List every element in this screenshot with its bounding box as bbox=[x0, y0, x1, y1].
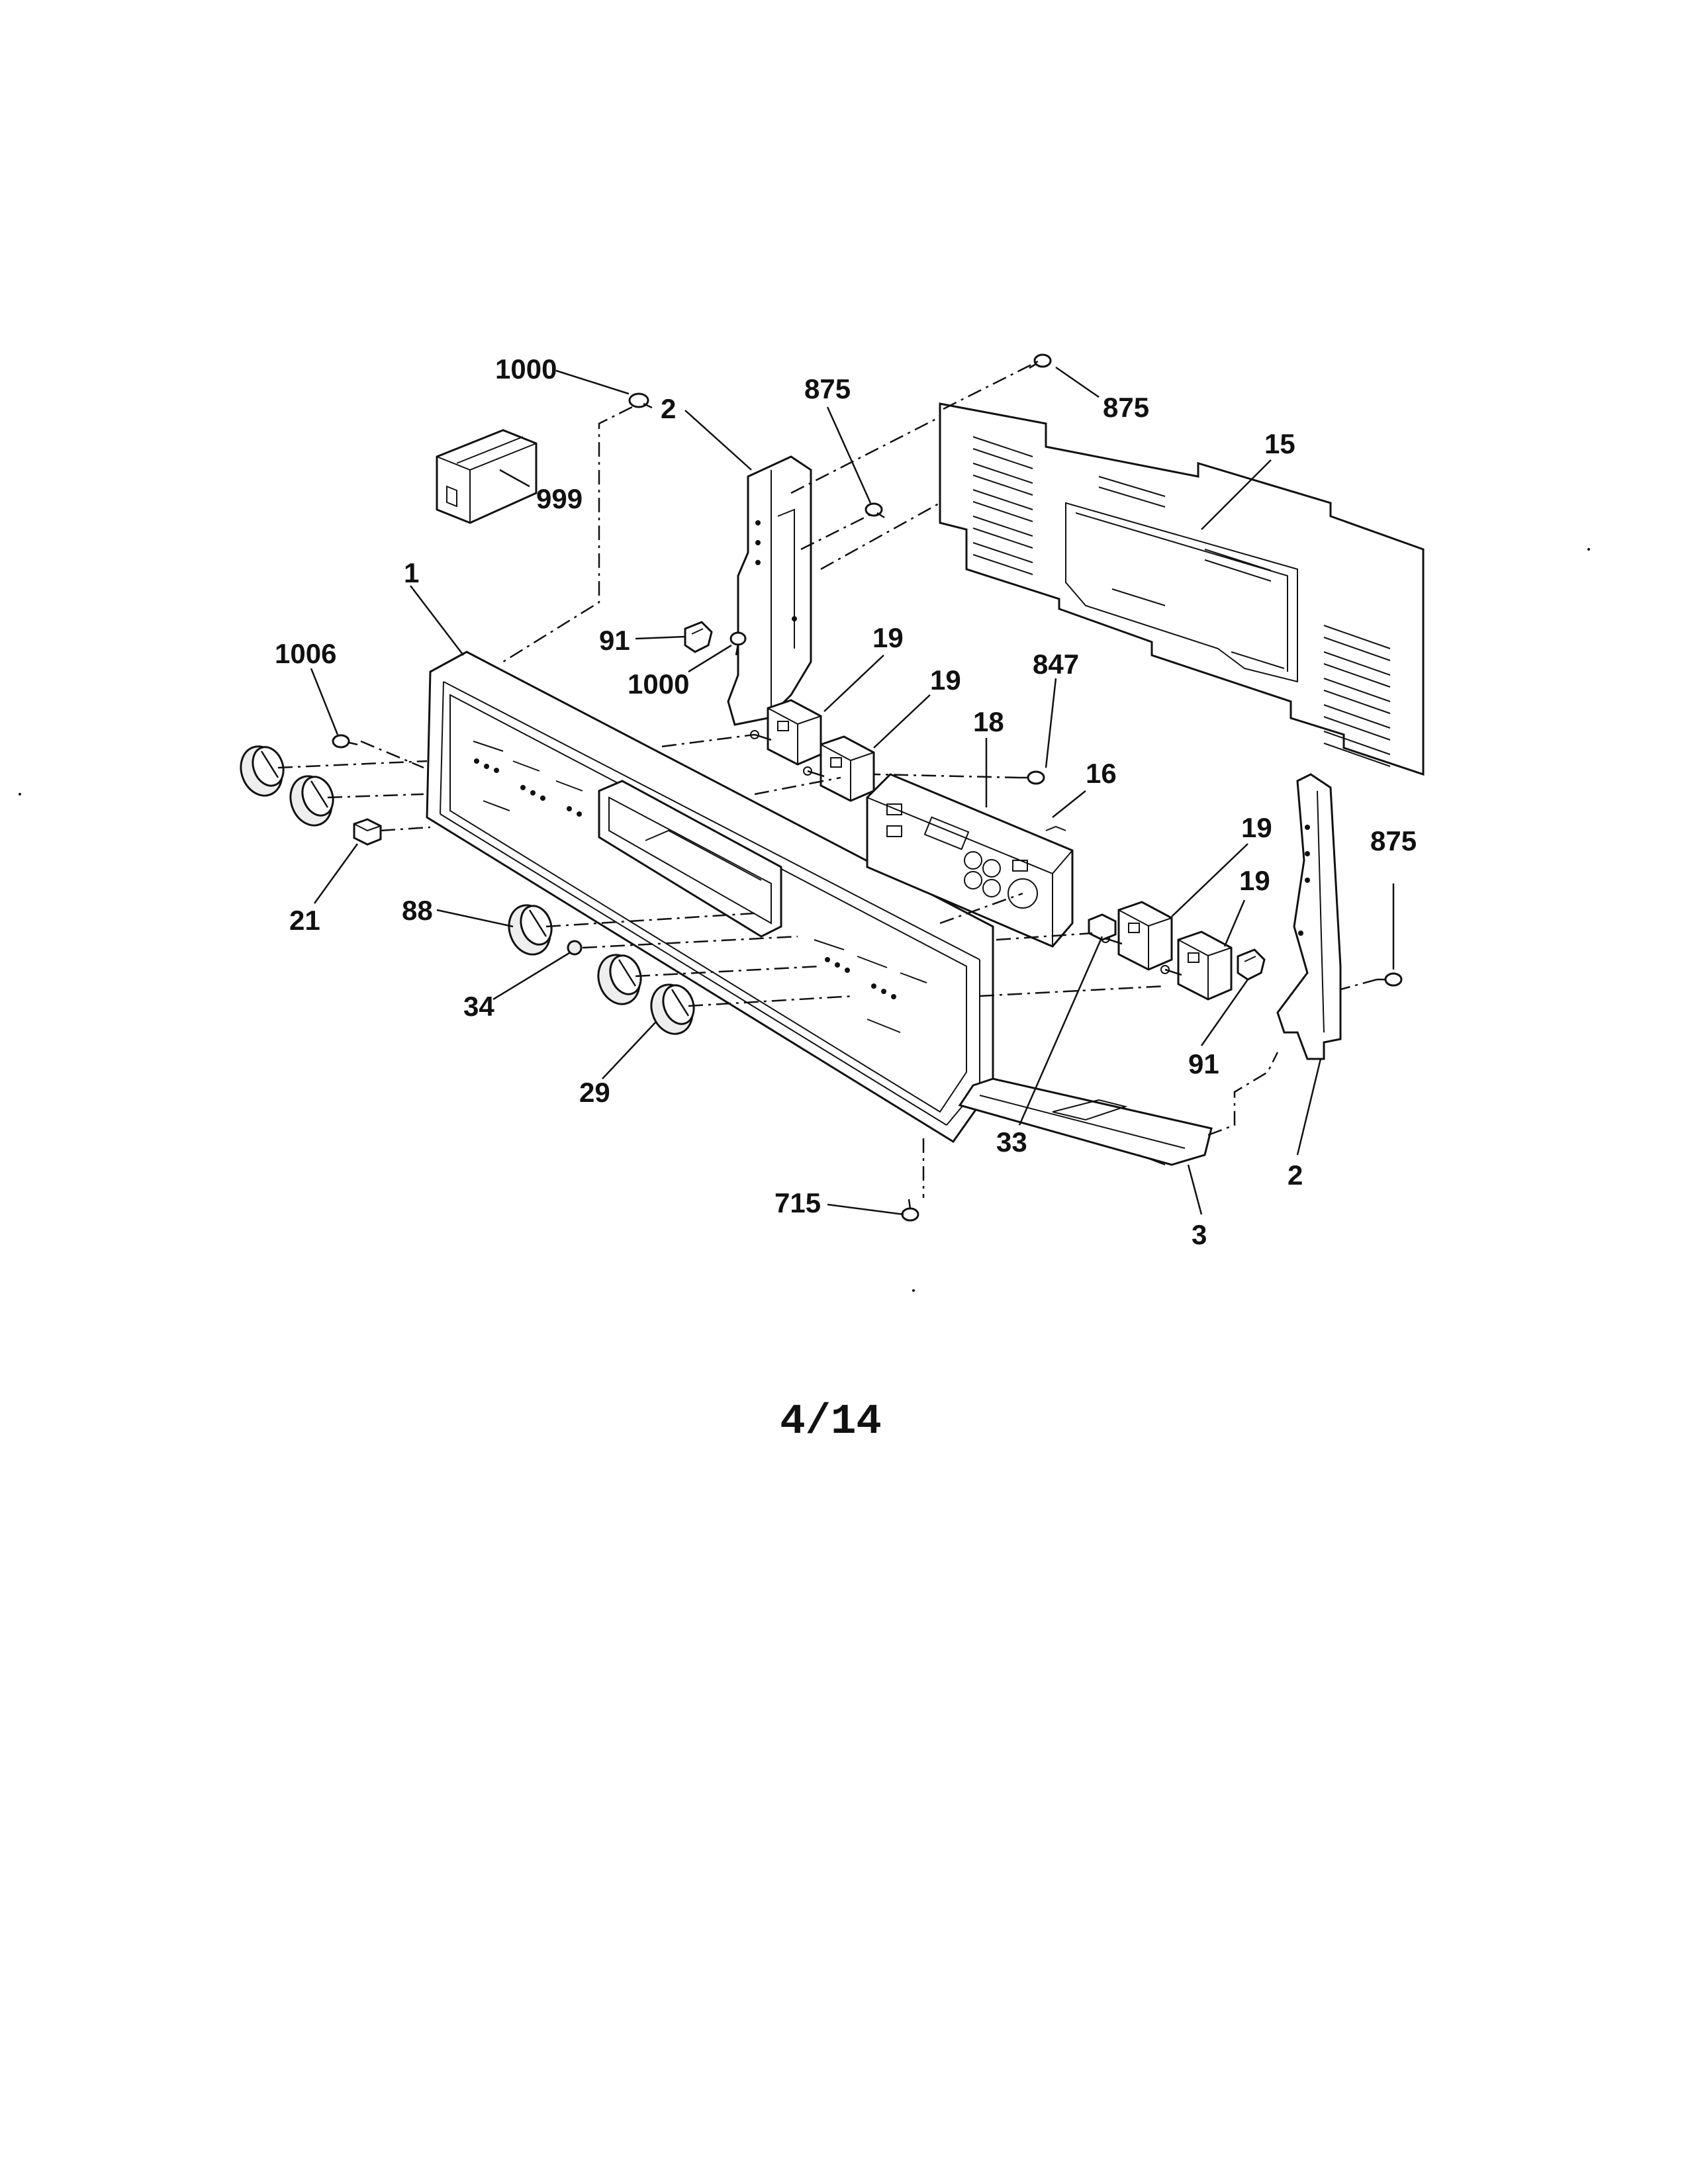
callout-19-b: 19 bbox=[930, 664, 961, 696]
screw-icon bbox=[628, 392, 653, 409]
callout-29: 29 bbox=[579, 1077, 610, 1108]
part-33-connector bbox=[1088, 913, 1117, 941]
dial-markings-right bbox=[814, 939, 927, 1033]
part-29-knob-b bbox=[650, 983, 695, 1035]
callout-2-left: 2 bbox=[661, 393, 676, 424]
callout-15: 15 bbox=[1264, 428, 1295, 459]
callout-91-left: 91 bbox=[599, 625, 630, 656]
panel-vent-slots-left bbox=[972, 436, 1033, 575]
part-34-plug bbox=[567, 940, 583, 956]
part-3-lower-trim bbox=[958, 1077, 1213, 1166]
screw-icon bbox=[1019, 770, 1045, 785]
assembly-lines bbox=[277, 359, 1378, 1198]
callout-33: 33 bbox=[996, 1126, 1027, 1158]
callout-34: 34 bbox=[463, 991, 494, 1022]
screw-icon bbox=[1029, 353, 1052, 369]
callout-labels: 1000 999 2 875 875 15 1 91 1000 1006 19 … bbox=[275, 353, 1417, 1250]
part-999-parts-box bbox=[436, 429, 538, 524]
callout-875-upper-right: 875 bbox=[1103, 392, 1149, 423]
page-number: 4/14 bbox=[780, 1398, 882, 1446]
callout-21: 21 bbox=[289, 905, 320, 936]
callout-88: 88 bbox=[402, 895, 433, 926]
part-2-side-bracket-left bbox=[727, 455, 812, 726]
part-29-knob-a bbox=[597, 954, 642, 1005]
callout-715: 715 bbox=[774, 1187, 821, 1218]
screw-icon bbox=[1377, 972, 1403, 987]
part-19-switch-d bbox=[1160, 931, 1233, 1001]
panel-vent-slots-middle bbox=[1098, 476, 1285, 669]
part-19-switch-b bbox=[803, 735, 875, 802]
part-2-side-bracket-right bbox=[1276, 773, 1342, 1060]
part-16-control-board bbox=[866, 773, 1074, 948]
part-91-clip-right bbox=[1237, 948, 1266, 981]
screw-icon bbox=[901, 1199, 919, 1222]
screw-icon bbox=[729, 631, 747, 656]
callout-1000-top: 1000 bbox=[495, 353, 557, 385]
callout-91-right: 91 bbox=[1188, 1048, 1219, 1079]
part-15-rear-panel bbox=[939, 402, 1425, 776]
knob-upper-left-2 bbox=[289, 775, 334, 827]
panel-vent-slots-right bbox=[1323, 625, 1391, 767]
callout-19-d: 19 bbox=[1239, 865, 1270, 896]
part-21-indicator-light bbox=[353, 818, 382, 846]
part-88-knob bbox=[508, 904, 553, 956]
knob-upper-left-1 bbox=[240, 745, 285, 797]
part-1-control-panel bbox=[426, 651, 994, 1144]
callout-19-c: 19 bbox=[1241, 812, 1272, 843]
part-91-clip-left bbox=[684, 621, 713, 653]
callout-19-a: 19 bbox=[872, 622, 904, 653]
screw-icon bbox=[865, 502, 885, 519]
callout-leaders bbox=[310, 366, 1395, 1216]
callout-875-right: 875 bbox=[1370, 825, 1417, 856]
callout-1: 1 bbox=[404, 557, 419, 588]
dial-markings-left bbox=[473, 741, 583, 817]
callout-999: 999 bbox=[536, 483, 583, 514]
callout-2-right: 2 bbox=[1288, 1160, 1303, 1191]
part-19-switch-a bbox=[750, 699, 822, 766]
screw-icon bbox=[332, 734, 358, 749]
callout-3: 3 bbox=[1192, 1219, 1207, 1250]
callout-1000-mid: 1000 bbox=[628, 668, 689, 700]
callout-875-top: 875 bbox=[804, 373, 851, 404]
callout-847: 847 bbox=[1033, 649, 1079, 680]
callout-18: 18 bbox=[973, 706, 1004, 737]
callout-1006: 1006 bbox=[275, 638, 336, 669]
callout-16: 16 bbox=[1086, 758, 1117, 789]
